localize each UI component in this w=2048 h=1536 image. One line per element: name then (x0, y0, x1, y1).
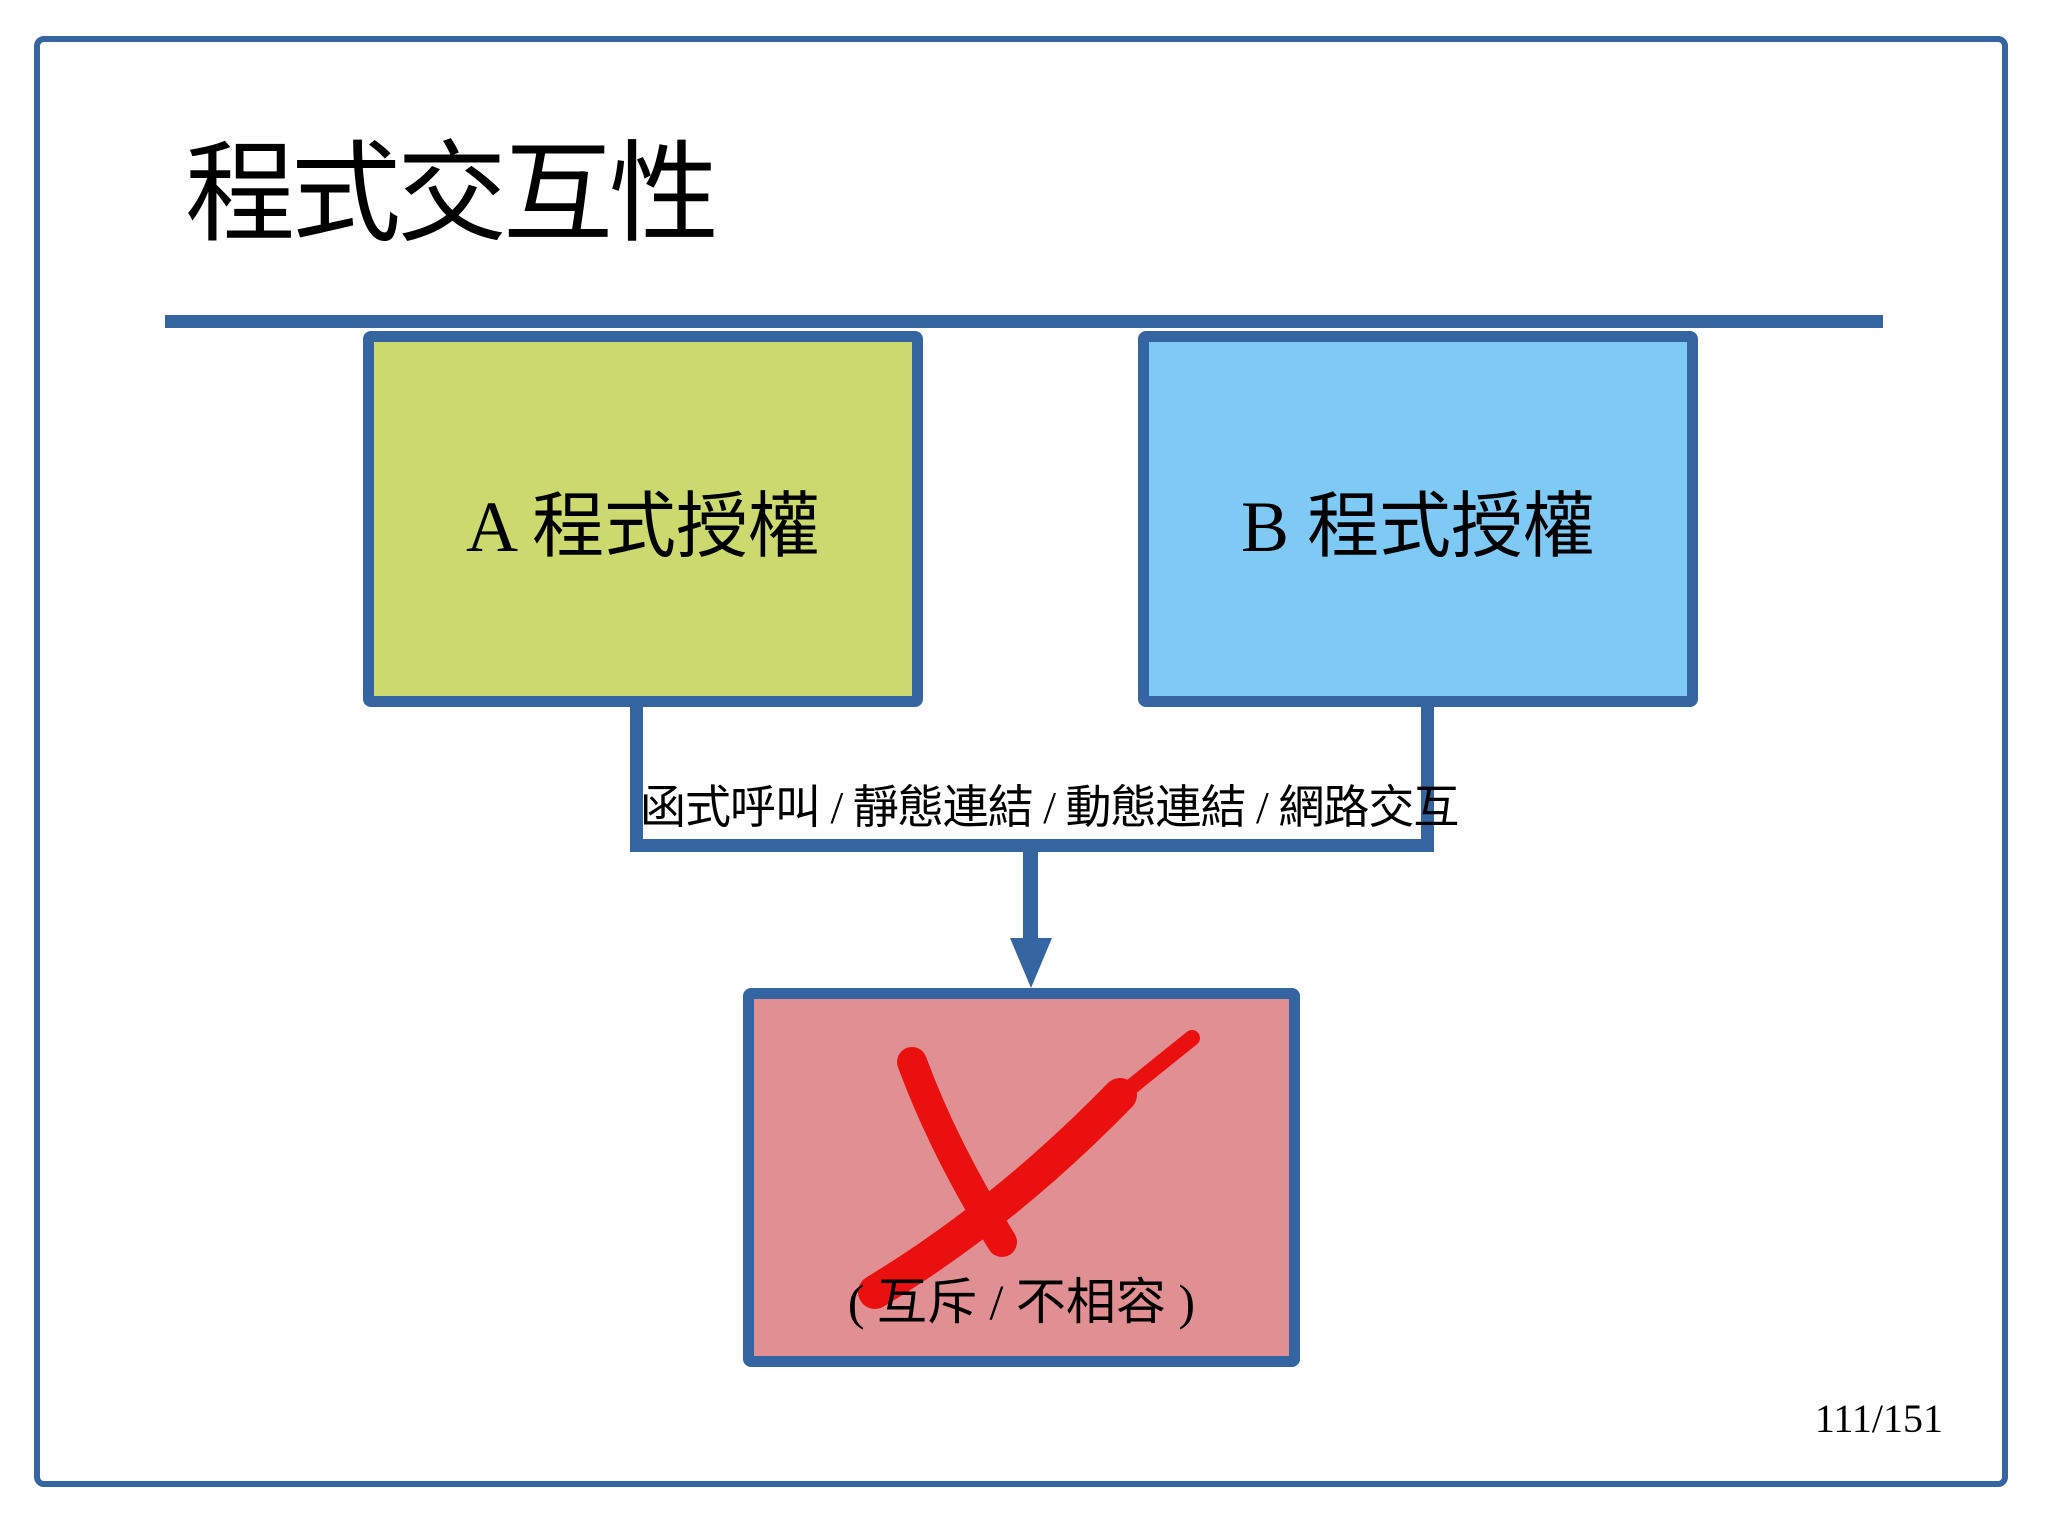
connector-line-from-a (630, 707, 643, 846)
connector-label: 函式呼叫 / 靜態連結 / 動態連結 / 網路交互 (640, 782, 1459, 833)
title-underline (165, 315, 1883, 328)
program-a-box: A 程式授權 (363, 331, 923, 707)
slide-title: 程式交互性 (185, 134, 719, 256)
down-arrow-head (1010, 938, 1052, 988)
page-number: 111/151 (1814, 1396, 1943, 1441)
connector-line-from-b (1421, 707, 1434, 846)
program-b-label: B 程式授權 (1240, 486, 1596, 567)
program-a-label: A 程式授權 (465, 486, 821, 567)
connector-line-horizontal (630, 839, 1434, 852)
incompatible-label: ( 互斥 / 不相容 ) (847, 1274, 1196, 1330)
program-b-box: B 程式授權 (1138, 331, 1698, 707)
down-arrow-shaft (1023, 851, 1038, 941)
slide-border (34, 36, 2008, 1487)
incompatible-box: ( 互斥 / 不相容 ) (743, 988, 1300, 1367)
x-mark-icon (858, 1030, 1200, 1309)
